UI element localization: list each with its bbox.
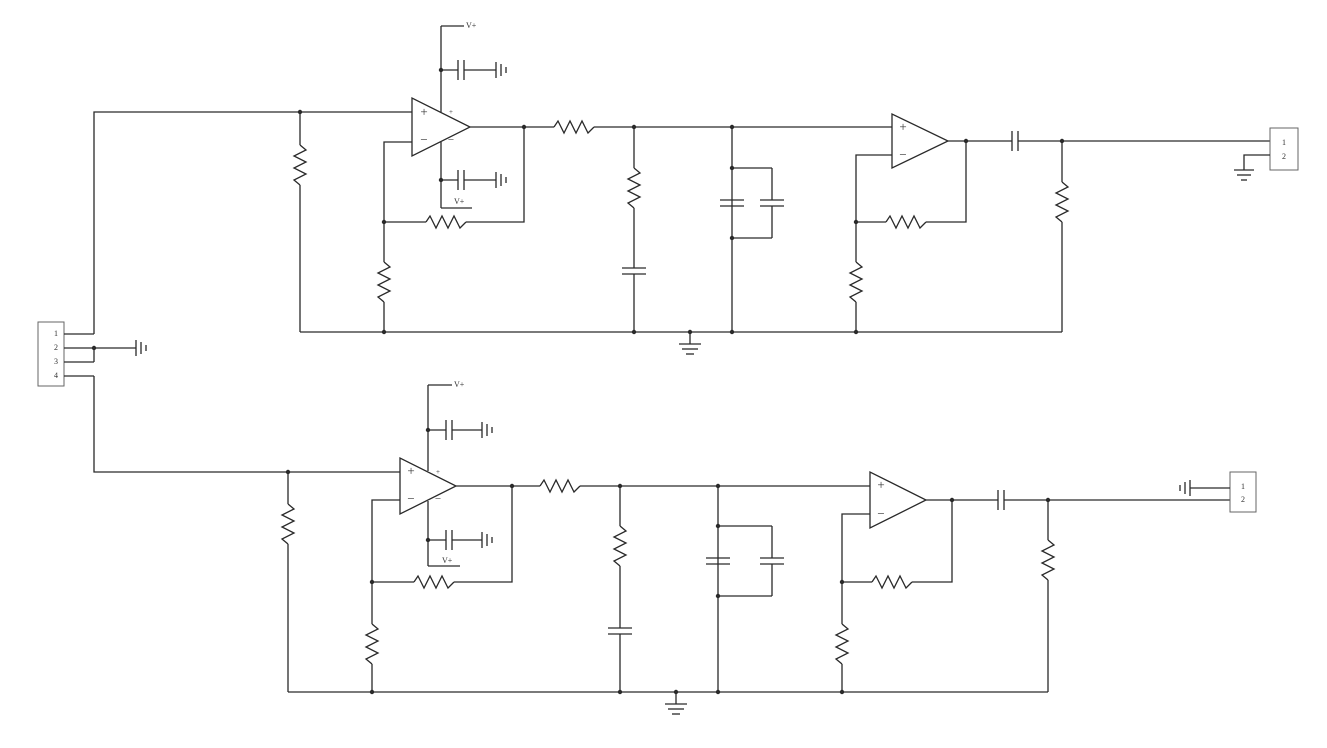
- input-wiring: [64, 111, 300, 473]
- resistor: [364, 623, 380, 665]
- opamp-2-plus-label: +: [899, 119, 906, 134]
- input-pin-1-label: 1: [54, 329, 58, 338]
- opamp-2-minus-label: −: [877, 506, 884, 521]
- channel-2: + − + − V+ V+: [280, 380, 1257, 715]
- opamp-2-minus-label: −: [899, 147, 906, 162]
- input-connector: 1 2 3 4: [37, 321, 65, 387]
- output-2-pin-2-label: 2: [1241, 495, 1245, 504]
- opamp-1: [411, 96, 472, 158]
- resistor: [539, 478, 581, 494]
- channel-1: + − + − V+ V+: [292, 21, 1299, 355]
- resistor: [626, 167, 642, 209]
- opamp-1-vplus-pin-label: +: [449, 108, 453, 116]
- supply-negative-label: V+: [442, 556, 453, 565]
- resistor: [376, 261, 392, 303]
- opamp-1-minus-label: −: [407, 491, 414, 506]
- resistor: [553, 119, 595, 135]
- resistor: [871, 574, 913, 590]
- output-2-pin-1-label: 1: [1241, 482, 1245, 491]
- opamp-1-plus-label: +: [407, 463, 414, 478]
- resistor: [292, 144, 308, 186]
- resistor: [280, 503, 296, 545]
- opamp-2: [891, 112, 950, 170]
- input-pin-2-label: 2: [54, 343, 58, 352]
- resistor: [834, 623, 850, 665]
- opamp-1-plus-label: +: [420, 104, 427, 119]
- resistor: [1040, 539, 1056, 581]
- opamp-1-vplus-pin-label: +: [436, 468, 440, 476]
- output-1-pin-1-label: 1: [1282, 138, 1286, 147]
- input-pin-4-label: 4: [54, 371, 58, 380]
- resistor: [413, 574, 455, 590]
- supply-positive-label: V+: [454, 380, 465, 389]
- resistor: [848, 261, 864, 303]
- opamp-1: [399, 456, 458, 516]
- resistor: [425, 214, 467, 230]
- supply-negative-label: V+: [454, 197, 465, 206]
- output-connector-2: [1229, 471, 1257, 513]
- output-1-pin-2-label: 2: [1282, 152, 1286, 161]
- resistor: [1054, 181, 1070, 223]
- resistor: [612, 525, 628, 567]
- opamp-2-plus-label: +: [877, 477, 884, 492]
- opamp-1-minus-label: −: [420, 132, 427, 147]
- output-connector-1: [1269, 127, 1299, 171]
- resistor: [885, 214, 927, 230]
- opamp-1-vminus-pin-label: −: [435, 493, 441, 505]
- input-pin-3-label: 3: [54, 357, 58, 366]
- supply-positive-label: V+: [466, 21, 477, 30]
- opamp-2: [869, 470, 928, 530]
- opamp-1-vminus-pin-label: −: [448, 134, 454, 146]
